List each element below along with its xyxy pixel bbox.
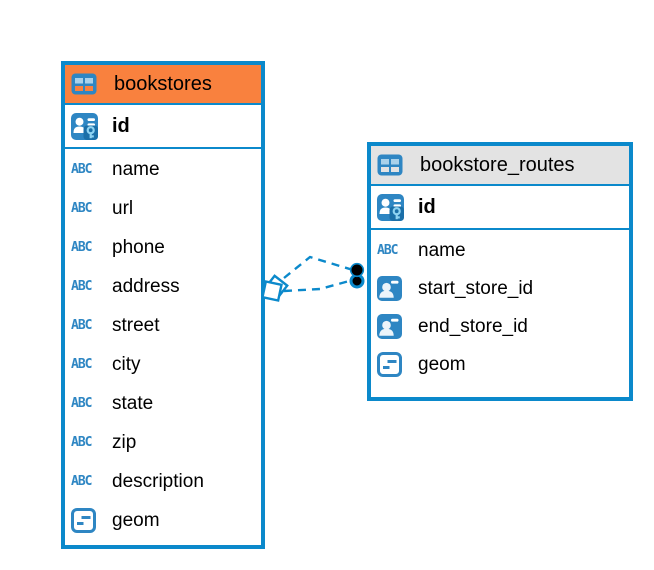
column-name: name [418, 239, 466, 261]
table-icon [377, 154, 411, 176]
foreign-key-icon [377, 314, 411, 339]
column-list: ABC name ABC url ABC phone ABC address A… [65, 149, 261, 540]
column-name: state [112, 393, 154, 414]
text-type-icon: ABC [71, 318, 93, 333]
text-type-icon: ABC [71, 474, 93, 489]
column-row-phone[interactable]: ABC phone [65, 228, 261, 267]
table-title: bookstores [114, 73, 212, 95]
column-name: address [112, 276, 180, 297]
column-name: id [112, 115, 130, 137]
table-bookstore-routes-header[interactable]: bookstore_routes [371, 146, 629, 186]
column-name: phone [112, 237, 165, 258]
primary-key-icon [71, 113, 105, 140]
column-name: geom [418, 353, 466, 375]
column-row-geom[interactable]: geom [65, 501, 261, 540]
text-type-icon: ABC [71, 357, 93, 372]
column-row-city[interactable]: ABC city [65, 345, 261, 384]
column-name: street [112, 315, 160, 336]
text-type-icon: ABC [71, 396, 93, 411]
table-bookstores[interactable]: bookstores id ABC name ABC url ABC phone… [61, 61, 265, 549]
foreign-key-icon [377, 276, 411, 301]
text-type-icon: ABC [71, 240, 93, 255]
column-row-url[interactable]: ABC url [65, 189, 261, 228]
column-row-address[interactable]: ABC address [65, 267, 261, 306]
column-name: zip [112, 432, 137, 453]
column-row-name[interactable]: ABC name [65, 150, 261, 189]
column-name: geom [112, 510, 160, 531]
column-list: ABC name start_store_id end_store_id ge [371, 230, 629, 383]
relationship-line-2 [283, 278, 354, 293]
text-type-icon: ABC [71, 435, 93, 450]
endpoint-dot-1 [349, 262, 365, 278]
relationship-line-1 [283, 255, 354, 279]
column-name: url [112, 198, 134, 219]
column-row-description[interactable]: ABC description [65, 462, 261, 501]
table-title: bookstore_routes [420, 154, 575, 176]
column-name: start_store_id [418, 277, 534, 299]
column-name: end_store_id [418, 315, 528, 337]
column-row-id[interactable]: id [65, 105, 261, 149]
column-row-end-store-id[interactable]: end_store_id [371, 307, 629, 345]
column-row-zip[interactable]: ABC zip [65, 423, 261, 462]
table-bookstore-routes[interactable]: bookstore_routes id ABC name start_store… [367, 142, 633, 401]
many-side-marker [261, 274, 289, 302]
table-icon [71, 73, 105, 95]
column-row-state[interactable]: ABC state [65, 384, 261, 423]
relationship-connector[interactable] [250, 240, 370, 320]
column-row-start-store-id[interactable]: start_store_id [371, 269, 629, 307]
column-row-street[interactable]: ABC street [65, 306, 261, 345]
column-row-geom[interactable]: geom [371, 345, 629, 383]
geometry-type-icon [377, 352, 411, 377]
column-name: city [112, 354, 141, 375]
primary-key-icon [377, 194, 411, 221]
column-name: description [112, 471, 204, 492]
text-type-icon: ABC [71, 279, 93, 294]
text-type-icon: ABC [71, 162, 93, 177]
text-type-icon: ABC [71, 201, 93, 216]
geometry-type-icon [71, 508, 105, 533]
column-row-id[interactable]: id [371, 186, 629, 230]
column-row-name[interactable]: ABC name [371, 231, 629, 269]
column-name: id [418, 196, 436, 218]
table-bookstores-header[interactable]: bookstores [65, 65, 261, 105]
column-name: name [112, 159, 160, 180]
text-type-icon: ABC [377, 242, 399, 258]
